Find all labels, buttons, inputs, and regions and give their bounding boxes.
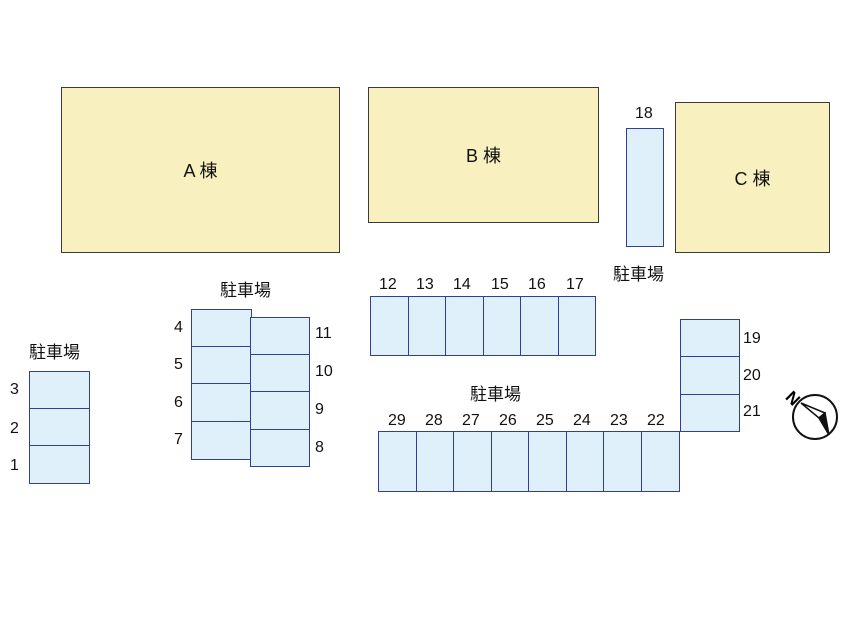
parking-space-7 <box>191 421 252 460</box>
space-number-20: 20 <box>743 367 761 384</box>
space-number-1: 1 <box>10 457 19 474</box>
space-number-9: 9 <box>315 401 324 418</box>
parking-space-8 <box>250 429 310 467</box>
parking-space-11 <box>250 317 310 355</box>
parking-space-23 <box>603 431 642 492</box>
parking-space-1 <box>29 445 90 484</box>
parking-label-bottom: 駐車場 <box>470 385 521 404</box>
building-a-label: A 棟 <box>183 161 218 181</box>
space-number-10: 10 <box>315 363 333 380</box>
parking-space-24 <box>566 431 604 492</box>
building-b: B 棟 <box>368 87 599 223</box>
parking-space-16 <box>520 296 559 356</box>
space-number-21: 21 <box>743 403 761 420</box>
parking-space-18 <box>626 128 664 247</box>
parking-space-25 <box>528 431 567 492</box>
space-number-28: 28 <box>425 412 443 429</box>
space-number-16: 16 <box>528 276 546 293</box>
building-c: C 棟 <box>675 102 830 253</box>
parking-space-9 <box>250 391 310 430</box>
parking-label-right: 駐車場 <box>613 265 664 284</box>
space-number-25: 25 <box>536 412 554 429</box>
parking-space-21 <box>680 394 740 432</box>
parking-space-3 <box>29 371 90 409</box>
space-number-13: 13 <box>416 276 434 293</box>
parking-space-17 <box>558 296 596 356</box>
parking-space-19 <box>680 319 740 357</box>
parking-space-10 <box>250 354 310 392</box>
space-number-26: 26 <box>499 412 517 429</box>
parking-space-6 <box>191 383 252 422</box>
building-b-label: B 棟 <box>465 146 501 166</box>
space-number-4: 4 <box>174 319 183 336</box>
space-number-6: 6 <box>174 394 183 411</box>
parking-space-2 <box>29 408 90 446</box>
space-number-7: 7 <box>174 431 183 448</box>
parking-space-4 <box>191 309 252 347</box>
parking-space-27 <box>453 431 492 492</box>
parking-space-26 <box>491 431 529 492</box>
space-number-17: 17 <box>566 276 584 293</box>
compass-icon: N <box>782 387 838 440</box>
parking-label-left: 駐車場 <box>29 343 80 362</box>
space-number-3: 3 <box>10 381 19 398</box>
space-number-8: 8 <box>315 439 324 456</box>
space-number-15: 15 <box>491 276 509 293</box>
parking-space-5 <box>191 346 252 384</box>
space-number-24: 24 <box>573 412 591 429</box>
space-number-12: 12 <box>379 276 397 293</box>
parking-space-28 <box>416 431 454 492</box>
space-number-22: 22 <box>647 412 665 429</box>
space-number-14: 14 <box>453 276 471 293</box>
building-c-label: C 棟 <box>734 168 771 189</box>
parking-space-13 <box>408 296 446 356</box>
parking-label-center-left: 駐車場 <box>220 281 271 300</box>
space-number-23: 23 <box>610 412 628 429</box>
building-a: A 棟 <box>61 87 340 253</box>
parking-space-14 <box>445 296 484 356</box>
parking-space-22 <box>641 431 680 492</box>
space-number-11: 11 <box>315 325 332 342</box>
space-number-27: 27 <box>462 412 480 429</box>
parking-space-15 <box>483 296 521 356</box>
space-number-19: 19 <box>743 330 761 347</box>
space-number-29: 29 <box>388 412 406 429</box>
parking-space-12 <box>370 296 409 356</box>
space-number-5: 5 <box>174 356 183 373</box>
parking-space-20 <box>680 356 740 395</box>
space-number-18: 18 <box>635 105 653 122</box>
parking-space-29 <box>378 431 417 492</box>
space-number-2: 2 <box>10 420 19 437</box>
